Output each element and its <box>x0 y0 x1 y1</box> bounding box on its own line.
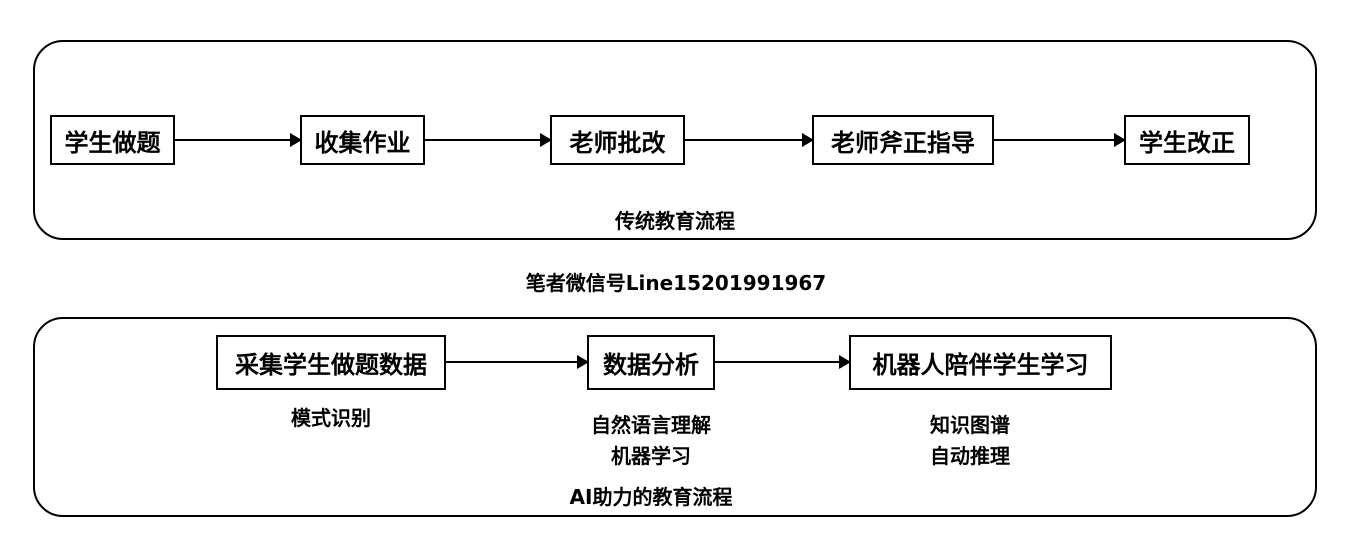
arrow-1 <box>175 133 302 147</box>
tech-machine-learning: 机器学习 <box>611 444 691 468</box>
tech-nlu: 自然语言理解 <box>591 413 711 437</box>
arrow-4 <box>994 133 1126 147</box>
arrow-3 <box>685 133 814 147</box>
step-student-correct[interactable]: 学生改正 <box>1124 115 1250 165</box>
traditional-flow-panel <box>33 40 1317 240</box>
author-note: 笔者微信号Line15201991967 <box>525 271 827 295</box>
step-robot-accompany[interactable]: 机器人陪伴学生学习 <box>849 335 1112 390</box>
ai-flow-caption: AI助力的教育流程 <box>569 485 733 509</box>
tech-automatic-reasoning: 自动推理 <box>930 444 1010 468</box>
step-collect-homework[interactable]: 收集作业 <box>300 115 425 165</box>
step-teacher-grade[interactable]: 老师批改 <box>550 115 685 165</box>
arrow-2 <box>425 133 552 147</box>
step-collect-student-data[interactable]: 采集学生做题数据 <box>216 335 446 390</box>
arrow-ai-2 <box>715 355 851 369</box>
ai-flow-panel <box>33 317 1317 517</box>
step-teacher-guide[interactable]: 老师斧正指导 <box>812 115 994 165</box>
traditional-flow-caption: 传统教育流程 <box>615 209 735 233</box>
step-data-analysis[interactable]: 数据分析 <box>587 335 715 390</box>
arrow-ai-1 <box>446 355 589 369</box>
tech-knowledge-graph: 知识图谱 <box>930 413 1010 437</box>
tech-pattern-recognition: 模式识别 <box>291 406 371 430</box>
step-student-do-homework[interactable]: 学生做题 <box>50 115 175 165</box>
